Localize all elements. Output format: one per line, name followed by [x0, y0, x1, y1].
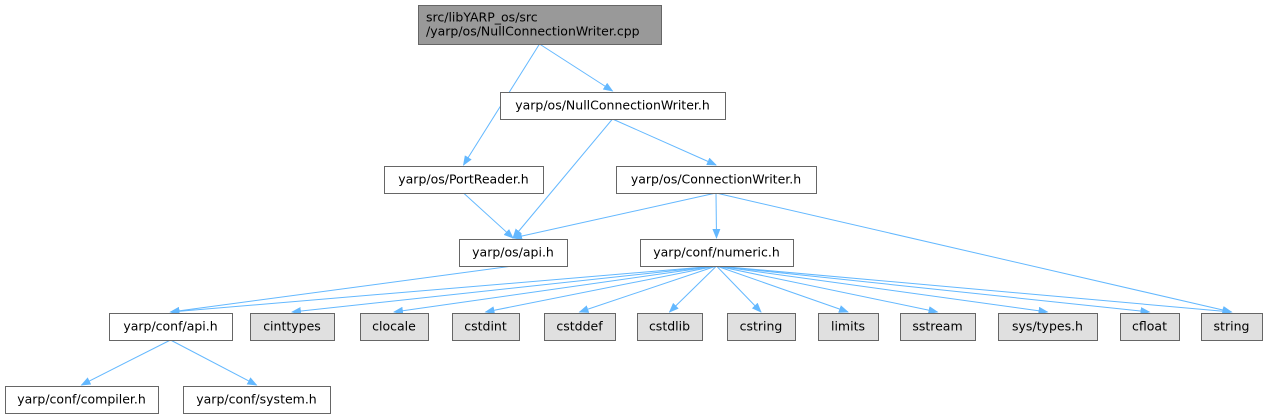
- node-clocale: clocale: [360, 313, 429, 341]
- nodes-layer: src/libYARP_os/src/yarp/os/NullConnectio…: [5, 5, 1263, 414]
- edge-numeric_h-to-conf_api_h: [169, 265, 717, 316]
- edge-connwriter_h-to-string: [715, 192, 1233, 314]
- node-sstream: sstream: [900, 313, 976, 341]
- node-yarp-os-nullconnectionwriter-h[interactable]: yarp/os/NullConnectionWriter.h: [500, 92, 726, 120]
- node-box: [384, 166, 544, 194]
- node-label: cinttypes: [263, 319, 321, 334]
- edge-numeric_h-to-limits: [716, 265, 849, 313]
- node-label: yarp/os/NullConnectionWriter.h: [515, 98, 710, 113]
- node-box: [183, 386, 331, 414]
- node-label: limits: [831, 319, 865, 334]
- node-box: [1201, 313, 1263, 341]
- node-cinttypes: cinttypes: [250, 313, 335, 341]
- node-yarp-conf-system-h[interactable]: yarp/conf/system.h: [183, 386, 331, 414]
- edge-connwriter_h-to-os_api_h: [512, 192, 717, 240]
- edge-numeric_h-to-cstdint: [484, 265, 717, 315]
- node-yarp-os-api-h[interactable]: yarp/os/api.h: [459, 239, 568, 267]
- edge-connwriter_h-to-numeric_h: [712, 192, 721, 239]
- node-box: [418, 5, 662, 45]
- node-box: [640, 239, 794, 267]
- node-label: yarp/conf/system.h: [196, 392, 316, 407]
- node-label: clocale: [372, 319, 416, 334]
- node-label: sstream: [912, 319, 962, 334]
- node-cfloat: cfloat: [1120, 313, 1180, 341]
- node-label: cstdlib: [649, 319, 690, 334]
- node-label: yarp/os/ConnectionWriter.h: [631, 172, 801, 187]
- edge-nullconnwriter_h-to-connwriter_h: [612, 118, 717, 166]
- node-box: [544, 313, 616, 341]
- node-string: string: [1201, 313, 1263, 341]
- edge-numeric_h-to-cstdlib: [668, 265, 717, 313]
- node-label: yarp/os/PortReader.h: [398, 172, 528, 187]
- node-box: [452, 313, 520, 341]
- edge-root-to-nullconnwriter_h: [539, 43, 614, 92]
- edge-os_api_h-to-conf_api_h: [169, 265, 514, 315]
- node-box: [998, 313, 1098, 341]
- edge-conf_api_h-to-system_h: [170, 339, 258, 386]
- node-yarp-os-portreader-h[interactable]: yarp/os/PortReader.h: [384, 166, 544, 194]
- node-cstdint: cstdint: [452, 313, 520, 341]
- node-yarp-conf-api-h[interactable]: yarp/conf/api.h: [109, 313, 233, 341]
- node-label: cstring: [740, 319, 783, 334]
- node-cstdlib: cstdlib: [637, 313, 703, 341]
- node-yarp-os-connectionwriter-h[interactable]: yarp/os/ConnectionWriter.h: [616, 166, 817, 194]
- edge-numeric_h-to-string: [716, 265, 1233, 316]
- edge-conf_api_h-to-compiler_h: [80, 339, 171, 386]
- node-box: [1120, 313, 1180, 341]
- node-label: yarp/conf/numeric.h: [653, 245, 780, 260]
- node-box: [5, 386, 159, 414]
- node-box: [500, 92, 726, 120]
- node-box: [727, 313, 796, 341]
- node-label: sys/types.h: [1012, 319, 1083, 334]
- node-label: yarp/os/api.h: [472, 245, 554, 260]
- node-label: string: [1214, 319, 1250, 334]
- edges-layer: [80, 43, 1233, 386]
- edge-numeric_h-to-cstddef: [578, 265, 717, 313]
- node-yarp-conf-compiler-h[interactable]: yarp/conf/compiler.h: [5, 386, 159, 414]
- edge-numeric_h-to-cinttypes: [291, 265, 717, 316]
- node-limits: limits: [818, 313, 879, 341]
- node-box: [250, 313, 335, 341]
- edge-nullconnwriter_h-to-os_api_h: [512, 118, 613, 239]
- edge-numeric_h-to-sstream: [716, 265, 939, 315]
- edge-portreader_h-to-os_api_h: [463, 192, 514, 239]
- edge-numeric_h-to-cstring: [716, 265, 762, 313]
- edge-numeric_h-to-clocale: [393, 265, 717, 315]
- node-label: cstddef: [556, 319, 603, 334]
- edge-numeric_h-to-cfloat: [716, 265, 1151, 316]
- node-box: [109, 313, 233, 341]
- node-src-libyarp-os-src-yarp-os-nullconnectionwriter-cpp[interactable]: src/libYARP_os/src/yarp/os/NullConnectio…: [418, 5, 662, 45]
- node-box: [360, 313, 429, 341]
- edge-numeric_h-to-systypes_h: [716, 265, 1049, 315]
- node-sys-types-h: sys/types.h: [998, 313, 1098, 341]
- node-label: /yarp/os/NullConnectionWriter.cpp: [426, 24, 640, 39]
- node-yarp-conf-numeric-h[interactable]: yarp/conf/numeric.h: [640, 239, 794, 267]
- node-box: [818, 313, 879, 341]
- node-box: [900, 313, 976, 341]
- node-cstddef: cstddef: [544, 313, 616, 341]
- node-label: src/libYARP_os/src: [426, 10, 538, 25]
- node-cstring: cstring: [727, 313, 796, 341]
- node-box: [637, 313, 703, 341]
- node-label: yarp/conf/api.h: [123, 319, 217, 334]
- node-label: yarp/conf/compiler.h: [17, 392, 146, 407]
- node-label: cstdint: [464, 319, 507, 334]
- node-label: cfloat: [1132, 319, 1167, 334]
- node-box: [616, 166, 817, 194]
- node-box: [459, 239, 568, 267]
